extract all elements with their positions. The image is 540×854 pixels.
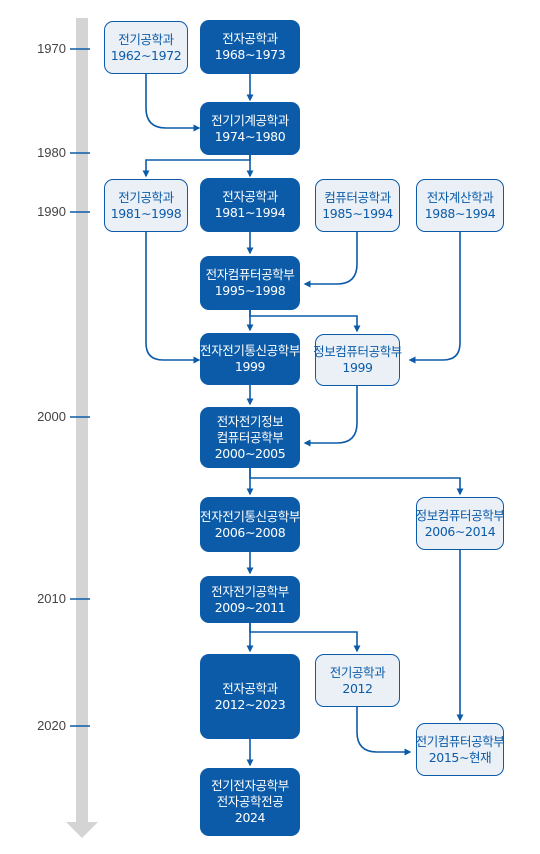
node-ee-2012: 전기공학과 2012 <box>315 654 400 707</box>
connector-ce1985-to-ece1995 <box>303 232 358 288</box>
node-ce-1985-name: 컴퓨터공학과 <box>324 189 391 205</box>
node-ece-1995-name: 전자컴퓨터공학부 <box>205 267 295 282</box>
node-ee-1981-name: 전기공학과 <box>118 189 174 205</box>
node-ec-1968: 전자공학과 1968∼1973 <box>200 20 300 74</box>
node-ice-1999-period: 1999 <box>342 360 373 375</box>
node-ece-2015-period: 2015∼현재 <box>428 749 492 765</box>
node-ee-1962-period: 1962∼1972 <box>110 47 182 63</box>
node-ee-2012-period: 2012 <box>342 680 373 696</box>
node-ee-1981: 전기공학과 1981∼1998 <box>104 179 188 232</box>
connector-ee2012-to-ece2015 <box>356 707 412 756</box>
node-ecomp-1988-name: 전자계산학과 <box>426 189 494 205</box>
node-eeice-2000-name-2: 컴퓨터공학부 <box>216 429 284 445</box>
node-eee-2024-period: 2024 <box>234 810 266 825</box>
node-eme-1974-period: 1974∼1980 <box>214 128 286 144</box>
node-ice-2006-period: 2006∼2014 <box>424 523 496 539</box>
node-ece-2015: 전기컴퓨터공학부 2015∼현재 <box>415 723 505 776</box>
connector-ece1995-to-ice1999 <box>249 310 361 333</box>
connector-eme1974-to-ee1981 <box>142 155 251 178</box>
node-ee-1962: 전기공학과 1962∼1972 <box>104 21 188 74</box>
node-ece-2015-name: 전기컴퓨터공학부 <box>415 733 505 749</box>
node-ec-2012: 전자공학과 2012∼2023 <box>200 654 300 739</box>
node-eme-1974: 전기기계공학과 1974∼1980 <box>200 102 300 155</box>
node-ec-2012-period: 2012∼2023 <box>214 696 286 712</box>
node-eee-2009-name: 전자전기공학부 <box>211 583 289 599</box>
node-ee-1962-name: 전기공학과 <box>118 31 174 47</box>
node-ee-1981-period: 1981∼1998 <box>110 205 182 221</box>
node-eeice-2000-period: 2000∼2005 <box>214 445 286 461</box>
node-ice-1999: 정보컴퓨터공학부 1999 <box>313 334 402 386</box>
node-eee-2009: 전자전기공학부 2009∼2011 <box>200 576 300 623</box>
node-ece-1995-period: 1995∼1998 <box>214 283 286 298</box>
connector-eee2009-to-ee2012 <box>249 623 361 653</box>
year-label-2000: 2000 <box>37 409 66 424</box>
connector-ee1981-to-eec1999 <box>145 232 201 364</box>
node-ec-1981-period: 1981∼1994 <box>214 205 286 220</box>
node-ce-1985: 컴퓨터공학과 1985∼1994 <box>315 179 400 232</box>
node-eec-2006: 전자전기통신공학부 2006∼2008 <box>200 497 300 552</box>
node-eme-1974-name: 전기기계공학과 <box>211 112 289 128</box>
node-ecomp-1988: 전자계산학과 1988∼1994 <box>416 179 504 232</box>
node-ee-2012-name: 전기공학과 <box>329 664 386 680</box>
node-ecomp-1988-period: 1988∼1994 <box>424 205 496 221</box>
node-eee-2009-period: 2009∼2011 <box>214 599 286 615</box>
node-eee-2024-name-1: 전기전자공학부 <box>211 778 289 793</box>
connector-ice1999-to-eeice2000 <box>303 386 358 447</box>
node-ec-2012-name: 전자공학과 <box>222 680 278 696</box>
connector-ecomp1988-to-ice1999 <box>408 232 461 364</box>
node-ec-1981-name: 전자공학과 <box>222 189 278 204</box>
connector-ee1962-to-eme1974 <box>145 74 201 132</box>
node-eec-1999-period: 1999 <box>234 359 266 374</box>
node-eec-1999: 전자전기통신공학부 1999 <box>200 333 300 385</box>
timeline-bar <box>76 18 88 828</box>
node-ice-1999-name: 정보컴퓨터공학부 <box>313 344 402 359</box>
connector-eeice2000-to-ice2006 <box>249 468 464 496</box>
timeline-arrowhead <box>66 822 98 838</box>
node-ec-1968-period: 1968∼1973 <box>214 47 286 62</box>
node-ec-1981: 전자공학과 1981∼1994 <box>200 178 300 232</box>
node-eee-2024: 전기전자공학부 전자공학전공 2024 <box>200 768 300 836</box>
node-ice-2006: 정보컴퓨터공학부 2006∼2014 <box>415 497 505 550</box>
year-label-2020: 2020 <box>37 718 66 733</box>
node-ce-1985-period: 1985∼1994 <box>322 205 393 221</box>
year-label-1990: 1990 <box>37 204 66 219</box>
node-eec-1999-name: 전자전기통신공학부 <box>200 343 300 358</box>
node-eeice-2000: 전자전기정보 컴퓨터공학부 2000∼2005 <box>200 407 300 468</box>
year-label-1970: 1970 <box>37 41 66 56</box>
node-eec-2006-period: 2006∼2008 <box>214 524 286 540</box>
node-eeice-2000-name-1: 전자전기정보 <box>216 413 284 429</box>
node-ece-1995: 전자컴퓨터공학부 1995∼1998 <box>200 256 300 310</box>
node-eec-2006-name: 전자전기통신공학부 <box>200 508 300 524</box>
year-label-2010: 2010 <box>37 591 66 606</box>
node-eee-2024-name-2: 전자공학전공 <box>216 794 284 809</box>
node-ice-2006-name: 정보컴퓨터공학부 <box>415 507 505 523</box>
year-label-1980: 1980 <box>37 145 66 160</box>
node-ec-1968-name: 전자공학과 <box>222 31 278 46</box>
